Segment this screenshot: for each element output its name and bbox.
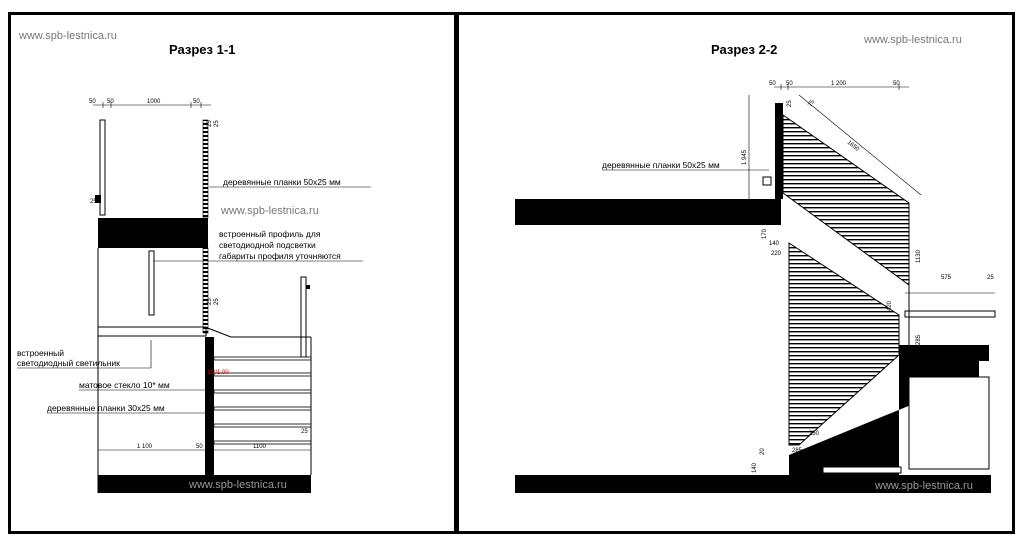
section-1-1-title: Разрез 1-1 [169, 42, 235, 57]
dim-side-25c: 25 [207, 298, 213, 305]
dim-r-1130: 1130 [916, 249, 922, 263]
lower-flight-slats [788, 242, 900, 446]
led-profile [148, 250, 155, 316]
stair-tread-5 [213, 423, 312, 428]
stair-tread-1 [213, 356, 312, 361]
dim-bottom-1100b: 1100 [253, 444, 267, 450]
top-dimension-line [93, 102, 211, 108]
floor-slab [98, 218, 208, 248]
dim-bottom-1100a: 1 100 [137, 444, 153, 450]
dim-r-top-50a: 50 [769, 81, 776, 87]
section-2-2-drawing: www.spb-lestnica.ru Разрез 2-2 50 50 1 2… [515, 34, 996, 493]
watermark-bottom-left: www.spb-lestnica.ru [188, 479, 287, 491]
dim-r-side-25: 25 [787, 100, 793, 107]
dim-r-top-1200: 1 200 [831, 81, 847, 87]
dim-red-1: 1/2/1.00 [207, 370, 229, 376]
note-lamp-line-2: светодиодный светильник [17, 358, 120, 368]
right-railing-post [300, 276, 307, 358]
note-lamp-line-1: встроенный [17, 348, 64, 358]
dim-top-50c: 50 [193, 99, 200, 105]
dim-side-25b: 25 [214, 120, 220, 127]
dim-r-285: 285 [916, 334, 922, 345]
watermark-mid-left: www.spb-lestnica.ru [220, 205, 319, 217]
dim-left-25: 25 [90, 199, 97, 205]
ground-slab-right [515, 475, 991, 493]
stair-stringer [205, 337, 214, 493]
dim-side-25d: 25 [214, 298, 220, 305]
dim-r-1945: 1 945 [742, 149, 748, 165]
under-stair-storage [908, 376, 990, 470]
dim-r-420: 420 [887, 300, 893, 311]
section-2-2-title: Разрез 2-2 [711, 42, 777, 57]
upper-wood-slats [202, 119, 209, 219]
note-wood-right: деревянные планки 50х25 мм [602, 160, 720, 170]
dim-bottom-50: 50 [196, 444, 203, 450]
dim-r-220: 220 [771, 251, 782, 257]
note-wood-top: деревянные планки 50х25 мм [223, 177, 341, 187]
ground-slab [98, 475, 311, 493]
left-bracket [95, 195, 101, 203]
landing-rail [904, 310, 996, 318]
note-profile-line-3: габариты профиля уточняются [219, 251, 341, 261]
watermark-top-left: www.spb-lestnica.ru [18, 30, 117, 42]
note-glass: матовое стекло 10* мм [79, 380, 170, 390]
upper-railing-panel [775, 103, 783, 199]
dim-r-140b: 140 [752, 462, 758, 473]
dim-r-170: 170 [762, 228, 768, 239]
dim-r-25: 25 [987, 275, 994, 281]
landing-slab [97, 326, 207, 337]
section-1-1-drawing: www.spb-lestnica.ru Разрез 1-1 50 50 100… [17, 30, 371, 493]
dim-r-top-50b: 50 [786, 81, 793, 87]
upper-floor-slab [515, 199, 781, 225]
watermark-bottom-right: www.spb-lestnica.ru [874, 480, 973, 492]
dim-r-20: 20 [760, 448, 766, 455]
dim-side-25a: 25 [207, 120, 213, 127]
dim-r-575: 575 [941, 275, 952, 281]
note-profile-line-2: светодиодной подсветки [219, 240, 316, 250]
dim-right-25: 25 [301, 429, 308, 435]
dim-top-1000: 1000 [147, 99, 161, 105]
top-dimension-line-right [774, 84, 909, 90]
dim-top-50a: 50 [89, 99, 96, 105]
dim-r-140: 140 [769, 241, 780, 247]
upper-railing-post [99, 119, 106, 216]
dim-r-side-75: 75 [808, 99, 817, 108]
dim-r-285b: 285 [792, 448, 803, 454]
watermark-top-right: www.spb-lestnica.ru [863, 34, 962, 46]
dim-r-diag-1650: 1650 [846, 140, 861, 153]
dim-r-top-50c: 50 [893, 81, 900, 87]
dim-r-250: 250 [809, 431, 820, 437]
stair-tread-3 [213, 389, 312, 394]
note-wood-bottom: деревянные планки 30х25 мм [47, 403, 165, 413]
section-2-2-panel: www.spb-lestnica.ru Разрез 2-2 50 50 1 2… [456, 12, 1015, 534]
note-profile-line-1: встроенный профиль для [219, 229, 321, 239]
section-1-1-panel: www.spb-lestnica.ru Разрез 1-1 50 50 100… [8, 12, 457, 534]
dim-top-50b: 50 [107, 99, 114, 105]
stair-tread-4 [213, 406, 312, 411]
middle-wood-slats [202, 247, 209, 334]
